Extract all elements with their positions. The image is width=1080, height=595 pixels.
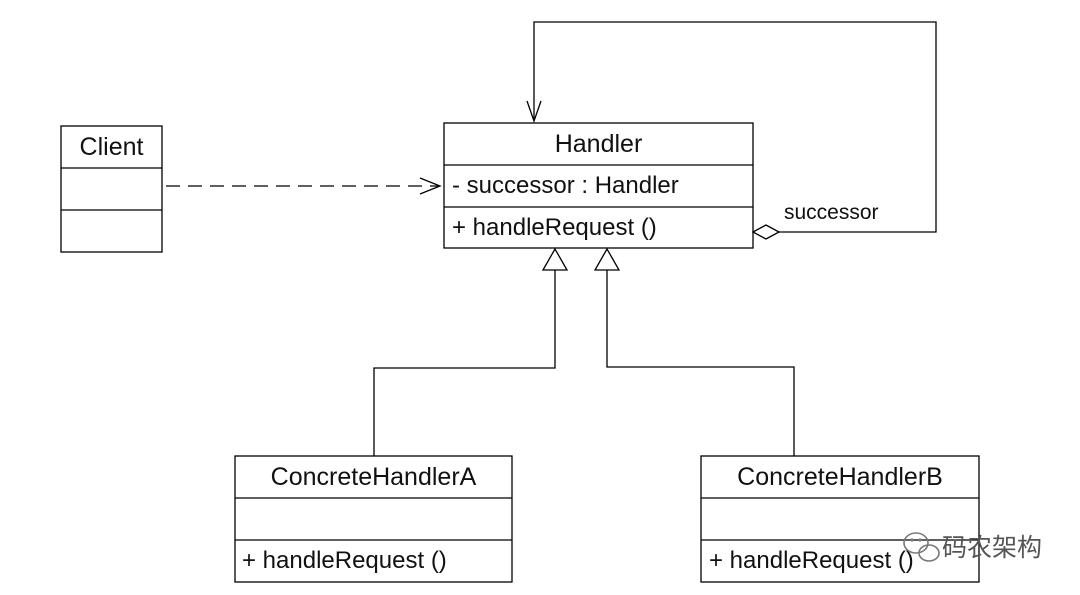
dependency-client-handler — [166, 177, 442, 195]
handler-box — [443, 122, 754, 249]
generalization-b-triangle — [593, 247, 621, 271]
handler-attribute: - successor : Handler — [452, 172, 679, 199]
generalization-b-line — [606, 270, 795, 456]
concrete-handler-a-operation: + handleRequest () — [242, 547, 447, 574]
dependency-arrowhead — [419, 177, 442, 195]
concrete-handler-a-name: ConcreteHandlerA — [271, 463, 477, 491]
client-class: Client — [60, 125, 163, 253]
concrete-handler-b-class: ConcreteHandlerB + handleRequest () — [700, 455, 980, 583]
client-box — [60, 125, 163, 253]
aggregation-arrowhead — [526, 100, 542, 123]
watermark-text: 码农架构 — [942, 534, 1042, 562]
generalization-a-triangle — [541, 247, 569, 271]
aggregation-diamond — [751, 224, 781, 240]
wechat-icon — [903, 532, 940, 562]
generalization-a — [373, 247, 569, 456]
generalization-a-line — [373, 270, 556, 456]
concrete-handler-a-class: ConcreteHandlerA + handleRequest () — [234, 455, 513, 583]
concrete-handler-b-operation: + handleRequest () — [709, 547, 914, 574]
concrete-handler-a-box — [234, 455, 513, 583]
aggregation-successor: successor — [526, 21, 937, 240]
generalization-b — [593, 247, 795, 456]
watermark: 码农架构 — [903, 532, 1042, 562]
handler-class-name: Handler — [555, 130, 643, 158]
aggregation-line — [533, 21, 937, 233]
association-role-label: successor — [784, 201, 879, 224]
concrete-handler-b-name: ConcreteHandlerB — [737, 463, 943, 491]
client-class-name: Client — [80, 133, 144, 161]
handler-class: Handler - successor : Handler + handleRe… — [443, 122, 754, 249]
handler-operation: + handleRequest () — [452, 214, 657, 241]
